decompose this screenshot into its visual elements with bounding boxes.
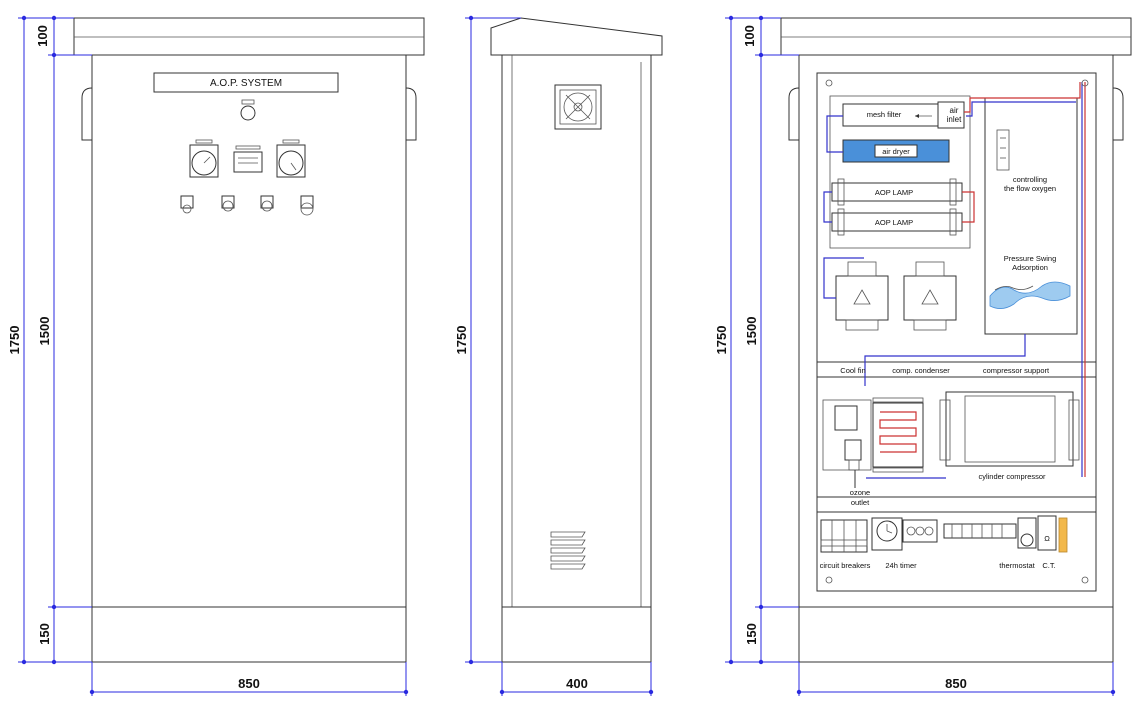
selector-switch-2 xyxy=(221,195,235,212)
psa-tower: controlling the flow oxygen Pressure Swi… xyxy=(984,97,1078,335)
interior-dimensions: 100 1750 1500 150 850 xyxy=(714,15,1116,696)
label-cylinder-compressor: cylinder compressor xyxy=(978,472,1046,481)
mounting-plate xyxy=(816,72,1097,592)
thermostat xyxy=(1017,517,1037,549)
svg-text:Ω: Ω xyxy=(1044,534,1050,543)
front-view: A.O.P. SYSTEM xyxy=(73,17,425,663)
air-dryer: air dryer xyxy=(842,139,950,163)
valve-panel xyxy=(822,399,872,471)
dim-interior-width: 850 xyxy=(945,676,967,691)
ozone-valve xyxy=(844,439,862,461)
label-controlling-1: controlling xyxy=(1013,175,1047,184)
label-comp-condenser: comp. condenser xyxy=(892,366,950,375)
heater-element xyxy=(943,523,1017,539)
label-air-inlet-2: inlet xyxy=(947,115,962,124)
ozone-generator-left xyxy=(835,261,889,331)
label-cool-fin: Cool fin xyxy=(840,366,865,375)
dim-front-width: 850 xyxy=(238,676,260,691)
aop-lamp-1: AOP LAMP xyxy=(831,178,963,206)
left-gauge xyxy=(189,139,219,178)
terminal-strip xyxy=(1058,517,1068,553)
label-air-inlet-1: air xyxy=(950,106,959,115)
current-transformer: Ω xyxy=(1037,515,1057,551)
label-mesh-filter: mesh filter xyxy=(867,110,902,119)
label-controlling-2: the flow oxygen xyxy=(1004,184,1056,193)
dim-side-width: 400 xyxy=(566,676,588,691)
mesh-filter: mesh filter xyxy=(842,103,939,127)
pipe-blue-1 xyxy=(826,115,843,153)
front-dimensions: 100 1750 1500 150 850 xyxy=(7,15,409,696)
dim-interior-top: 100 xyxy=(742,25,757,47)
label-air-dryer: air dryer xyxy=(882,147,910,156)
interior-roof xyxy=(780,17,1132,56)
digital-display xyxy=(233,145,263,173)
pipe-red-1 xyxy=(964,82,1081,113)
ozone-generator-right xyxy=(903,261,957,331)
pipe-blue-main xyxy=(864,334,1026,386)
front-title: A.O.P. SYSTEM xyxy=(210,78,282,89)
aop-lamp-2: AOP LAMP xyxy=(831,208,963,236)
label-ozone-2: outlet xyxy=(851,498,870,507)
interior-base xyxy=(798,606,1114,663)
front-door xyxy=(91,54,407,608)
front-base xyxy=(91,606,407,663)
front-title-plate xyxy=(153,72,339,93)
fan-icon xyxy=(554,84,602,130)
side-panel xyxy=(501,54,652,608)
side-roof xyxy=(490,17,663,56)
dim-interior-middle: 1500 xyxy=(744,317,759,346)
label-psa-1: Pressure Swing xyxy=(1004,254,1057,263)
front-left-hinge xyxy=(81,87,93,141)
cylinder-compressor: cylinder compressor xyxy=(939,391,1080,481)
front-roof xyxy=(73,17,425,56)
dim-front-middle: 1500 xyxy=(37,317,52,346)
circuit-breakers xyxy=(820,519,868,553)
label-compressor-support: compressor support xyxy=(983,366,1050,375)
vent-louvers xyxy=(550,531,586,570)
dim-front-bottom: 150 xyxy=(37,623,52,645)
dim-side-height: 1750 xyxy=(454,326,469,355)
label-aop-lamp-2: AOP LAMP xyxy=(875,218,913,227)
label-ct: C.T. xyxy=(1042,561,1055,570)
upper-subplate xyxy=(829,95,971,249)
right-gauge xyxy=(276,139,306,178)
timer-24h xyxy=(871,517,903,551)
dim-front-height: 1750 xyxy=(7,326,22,355)
indicator-lamp xyxy=(240,105,256,121)
side-dimensions: 1750 400 xyxy=(454,15,654,696)
selector-switch-1 xyxy=(180,195,194,214)
label-ozone-1: ozone xyxy=(850,488,870,497)
condenser xyxy=(872,397,924,473)
label-aop-lamp-1: AOP LAMP xyxy=(875,188,913,197)
side-base xyxy=(501,606,652,663)
dim-interior-bottom: 150 xyxy=(744,623,759,645)
terminal-relays xyxy=(902,519,938,543)
label-circuit-breakers: circuit breakers xyxy=(820,561,871,570)
dim-interior-height: 1750 xyxy=(714,326,729,355)
label-thermostat: thermostat xyxy=(999,561,1035,570)
interior-view: mesh filter air inlet air dryer AOP LAMP… xyxy=(780,17,1132,663)
label-timer: 24h timer xyxy=(885,561,917,570)
front-right-hinge xyxy=(405,87,417,141)
dim-front-top: 100 xyxy=(35,25,50,47)
label-psa-2: Adsorption xyxy=(1012,263,1048,272)
side-view xyxy=(490,17,663,663)
selector-switch-3 xyxy=(260,195,274,212)
selector-switch-4 xyxy=(300,195,314,216)
